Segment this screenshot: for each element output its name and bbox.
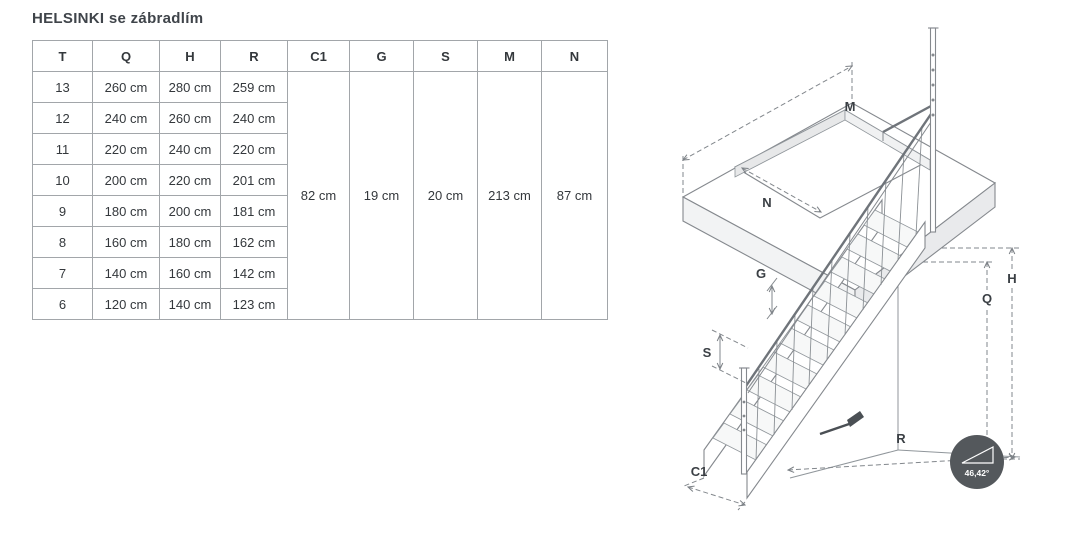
railing-post-top bbox=[928, 27, 939, 233]
dimension-label-g: G bbox=[756, 266, 766, 281]
page-title: HELSINKI se zábradlím bbox=[32, 10, 204, 27]
dimension-n: N bbox=[742, 168, 821, 212]
slope-triangle-icon bbox=[961, 446, 994, 464]
table-cell: 9 bbox=[32, 195, 93, 227]
table-row: 13 260 cm 280 cm 259 cm 82 cm 19 cm 20 c… bbox=[32, 71, 608, 320]
table-cell: 12 bbox=[32, 102, 93, 134]
angle-badge: 46,42° bbox=[950, 435, 1004, 489]
shared-value-s: 20 cm bbox=[413, 71, 478, 320]
dimension-h: H bbox=[942, 248, 1020, 459]
table-cell: 181 cm bbox=[220, 195, 288, 227]
table-row: 10 200 cm 220 cm 201 cm bbox=[32, 164, 608, 196]
dimension-c1: C1 bbox=[683, 464, 745, 511]
table-row: 6 120 cm 140 cm 123 cm bbox=[32, 288, 608, 320]
table-cell: 11 bbox=[32, 133, 93, 165]
column-header-r: R bbox=[220, 40, 288, 72]
table-cell: 240 cm bbox=[220, 102, 288, 134]
shared-value-c1: 82 cm bbox=[287, 71, 350, 320]
loft-rail-segment bbox=[882, 104, 932, 134]
railing bbox=[739, 27, 939, 475]
shared-value-m: 213 cm bbox=[477, 71, 542, 320]
dimension-label-c1: C1 bbox=[691, 464, 708, 479]
railing-post-bottom bbox=[739, 367, 750, 475]
staircase-drawing: M N G S Q bbox=[681, 27, 1021, 511]
dimension-label-s: S bbox=[703, 345, 712, 360]
table-row: 12 240 cm 260 cm 240 cm bbox=[32, 102, 608, 134]
ratchet-tool-icon bbox=[819, 411, 864, 436]
shared-value-n: 87 cm bbox=[541, 71, 608, 320]
table-cell: 259 cm bbox=[220, 71, 288, 103]
column-header-s: S bbox=[413, 40, 478, 72]
table-cell: 142 cm bbox=[220, 257, 288, 289]
dimension-m: M bbox=[683, 62, 855, 193]
dimension-r: R bbox=[788, 431, 1015, 470]
table-cell: 140 cm bbox=[159, 288, 221, 320]
table-cell: 120 cm bbox=[92, 288, 160, 320]
column-header-n: N bbox=[541, 40, 608, 72]
table-cell: 220 cm bbox=[159, 164, 221, 196]
table-cell: 13 bbox=[32, 71, 93, 103]
table-cell: 6 bbox=[32, 288, 93, 320]
table-cell: 123 cm bbox=[220, 288, 288, 320]
table-cell: 260 cm bbox=[159, 102, 221, 134]
table-cell: 180 cm bbox=[159, 226, 221, 258]
table-cell: 280 cm bbox=[159, 71, 221, 103]
column-header-g: G bbox=[349, 40, 414, 72]
table-row: 11 220 cm 240 cm 220 cm bbox=[32, 133, 608, 165]
dimension-label-m: M bbox=[845, 99, 856, 114]
dimension-s: S bbox=[703, 329, 749, 385]
staircase-diagram: M N G S Q bbox=[620, 10, 1068, 530]
column-header-t: T bbox=[32, 40, 93, 72]
balusters bbox=[755, 125, 923, 461]
table-cell: 180 cm bbox=[92, 195, 160, 227]
shared-value-g: 19 cm bbox=[349, 71, 414, 320]
table-cell: 200 cm bbox=[159, 195, 221, 227]
dimension-label-r: R bbox=[896, 431, 906, 446]
table-cell: 7 bbox=[32, 257, 93, 289]
dimension-label-q: Q bbox=[982, 291, 992, 306]
table-cell: 240 cm bbox=[92, 102, 160, 134]
angle-value: 46,42° bbox=[965, 468, 990, 478]
column-header-h: H bbox=[159, 40, 221, 72]
table-cell: 260 cm bbox=[92, 71, 160, 103]
table-cell: 162 cm bbox=[220, 226, 288, 258]
table-cell: 160 cm bbox=[159, 257, 221, 289]
table-cell: 8 bbox=[32, 226, 93, 258]
handrail bbox=[745, 113, 932, 387]
dimension-q: Q bbox=[923, 262, 995, 446]
column-header-c1: C1 bbox=[287, 40, 350, 72]
dimensions-table: T Q H R C1 G S M N 13 260 cm 280 cm 259 … bbox=[32, 40, 608, 320]
table-cell: 160 cm bbox=[92, 226, 160, 258]
table-row: 7 140 cm 160 cm 142 cm bbox=[32, 257, 608, 289]
right-stringer bbox=[746, 220, 926, 500]
dimension-label-n: N bbox=[762, 195, 771, 210]
table-cell: 10 bbox=[32, 164, 93, 196]
table-cell: 201 cm bbox=[220, 164, 288, 196]
table-cell: 220 cm bbox=[92, 133, 160, 165]
table-cell: 140 cm bbox=[92, 257, 160, 289]
dimension-label-h: H bbox=[1007, 271, 1016, 286]
table-header-row: T Q H R C1 G S M N bbox=[32, 40, 608, 72]
table-cell: 200 cm bbox=[92, 164, 160, 196]
dimension-g: G bbox=[756, 266, 778, 320]
table-row: 8 160 cm 180 cm 162 cm bbox=[32, 226, 608, 258]
staircase bbox=[703, 198, 926, 500]
column-header-m: M bbox=[477, 40, 542, 72]
table-cell: 220 cm bbox=[220, 133, 288, 165]
table-cell: 240 cm bbox=[159, 133, 221, 165]
column-header-q: Q bbox=[92, 40, 160, 72]
